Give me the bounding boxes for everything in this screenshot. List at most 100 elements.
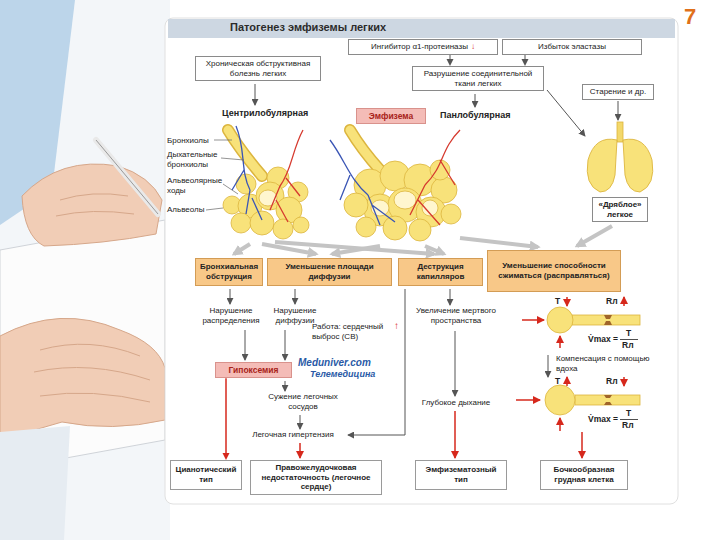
airway-diagram: [572, 315, 640, 325]
formula-symbol: Rл: [606, 376, 618, 386]
formula-symbol: Rл: [622, 420, 634, 430]
formula-symbol: Rл: [606, 296, 618, 306]
flow-arrows: [450, 289, 451, 305]
photo-hands: [0, 0, 170, 540]
panel: [165, 18, 678, 504]
panlobular-illustration: [394, 191, 416, 209]
box-text: Цианотический тип: [175, 465, 237, 484]
panlobular-illustration: [344, 160, 461, 241]
type-heading: Панлобулярная: [440, 110, 511, 121]
photo-hands: [56, 194, 134, 216]
arrow-head: [223, 453, 230, 460]
centrilobular-illustration: [232, 126, 262, 220]
airway-diagram: [545, 307, 640, 420]
cause-box: Хроническая обструктивная болезнь легких: [195, 56, 321, 81]
arrow-head: [447, 59, 454, 66]
mechanism-box: Бронхиальная обструкция: [195, 258, 263, 286]
box-text: Уменьшение способности сжиматься (распра…: [492, 261, 616, 280]
box-text: Старение и др.: [590, 87, 646, 97]
flow-arrows: [230, 289, 231, 304]
thick-arrows: [460, 238, 538, 247]
box-text: Уменьшение площади диффузии: [272, 262, 387, 281]
connector: [447, 55, 454, 66]
centrilobular-illustration: [228, 130, 262, 176]
formula-symbol: Rл: [622, 340, 634, 350]
panlobular-illustration: [330, 140, 395, 225]
red-arrows: [623, 297, 625, 306]
centrilobular-illustration: [273, 219, 293, 239]
flow-arrows: [285, 381, 286, 391]
airway-diagram: [620, 339, 638, 340]
flow-arrows: [245, 330, 246, 360]
formula-symbol: Rл: [606, 296, 618, 306]
leader-lines: [214, 140, 232, 141]
formula-symbol: Rл: [622, 340, 634, 350]
leader-lines: [206, 208, 223, 210]
flow-arrows: [300, 415, 301, 429]
panlobular-illustration: [441, 204, 461, 224]
diagram-title: Патогенез эмфиземы легких: [230, 21, 386, 33]
centrilobular-illustration: [250, 211, 274, 235]
flow-note: Компенсация с помощью вдоха: [556, 354, 651, 373]
box-text: Эмфизематозный тип: [420, 465, 502, 484]
red-arrows: [566, 377, 568, 386]
thick-arrows: [332, 246, 380, 254]
type-heading: Центрилобулярная: [222, 108, 308, 118]
connector-line: [225, 378, 227, 454]
flow-arrows: [547, 90, 585, 136]
red-arrows: [522, 319, 544, 321]
photo-hands: [0, 0, 170, 540]
flow-text: Глубокое дыхание: [422, 398, 491, 407]
photo-hands: [22, 164, 162, 246]
flow-text: Нарушение распределения: [202, 306, 259, 325]
flow-arrows: [295, 289, 296, 304]
formula-symbol: T: [626, 328, 631, 338]
formula-symbol: Rл: [606, 376, 618, 386]
part-label: Дыхательные бронхиолы: [167, 150, 219, 169]
airway-diagram: [545, 385, 575, 415]
red-arrows: [299, 443, 301, 458]
flow-text: Увеличение мертвого пространства: [408, 306, 504, 325]
formula-symbol: T: [626, 408, 631, 418]
box-text: Избыток эластазы: [538, 42, 606, 52]
thick-arrows: [275, 242, 434, 254]
flabby-lung: [623, 139, 653, 192]
photo-hands: [0, 426, 70, 540]
photo-hands: [96, 140, 158, 214]
box-text: Гипоксемия: [228, 365, 278, 375]
type-heading: Центрилобулярная: [222, 108, 308, 119]
outcome-box: Эмфизематозный тип: [415, 460, 507, 490]
title-bar: Патогенез эмфиземы легких: [230, 21, 386, 33]
box-text: Хроническая обструктивная болезнь легких: [200, 59, 316, 78]
centrilobular-illustration: [293, 217, 309, 233]
part-label: Дыхательные бронхиолы: [167, 150, 218, 169]
panel: [165, 18, 678, 504]
formula-symbol: T: [626, 408, 631, 418]
formula-text: V̇max =: [588, 414, 618, 424]
thick-arrows: [425, 246, 444, 254]
flow-text: Легочная гипертензия: [252, 430, 334, 439]
outcome-box: Бочкообразная грудная клетка: [540, 460, 628, 490]
box-text: «Дряблое» легкое: [597, 200, 643, 219]
red-arrows: [623, 377, 625, 386]
airway-diagram: [604, 395, 612, 405]
panlobular-illustration: [409, 219, 431, 241]
flabby-lung: [587, 122, 653, 192]
flabby-lung: [587, 139, 617, 192]
flow-arrows: [548, 355, 549, 377]
process-box: Разрушение соединительной ткани легких: [412, 66, 544, 91]
flow-text: Нарушение распределения: [200, 306, 262, 325]
part-label: Альвеолярные ходы: [167, 176, 221, 195]
flow-note: Работа: сердечный выброс (СВ): [312, 322, 392, 341]
box-text: Ингибитор α1-протеиназы: [371, 42, 468, 52]
watermark: Телемедицина: [310, 369, 375, 380]
panlobular-illustration: [383, 216, 407, 240]
box-text: Деструкция капилляров: [403, 262, 478, 281]
panlobular-illustration: [344, 193, 368, 217]
flow-arrows: [475, 94, 476, 107]
connector: [522, 55, 529, 66]
formula-text: V̇max =: [588, 334, 618, 344]
leader-lines: [221, 158, 244, 160]
thick-arrows: [234, 244, 250, 254]
heading-box: Эмфизема: [356, 108, 426, 124]
